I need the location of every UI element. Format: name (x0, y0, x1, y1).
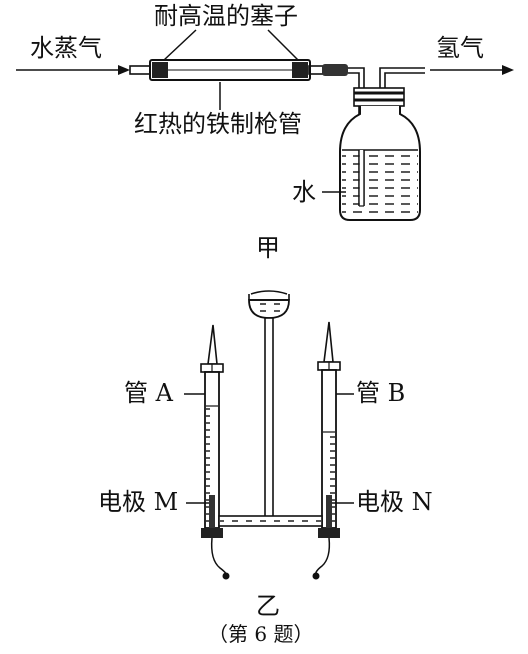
tube-a-tip (207, 324, 218, 365)
bottle-water (342, 150, 418, 218)
inlet-tube (129, 65, 153, 75)
tube-b-tip (323, 321, 334, 363)
electrode-m-stopper (201, 528, 223, 538)
problem-label: （第 6 题） (208, 622, 314, 646)
bottle-stopper (353, 87, 405, 107)
label-electrode-n: 电极 N (356, 488, 433, 516)
figure-a (16, 29, 514, 221)
caption-b: 乙 (256, 592, 280, 620)
steam-arrow (16, 65, 130, 75)
iron-barrel (149, 59, 311, 81)
stopper-leader-left (163, 29, 197, 61)
wire-m (210, 537, 228, 577)
wire-n (314, 537, 331, 577)
reservoir-funnel (248, 290, 290, 319)
label-barrel: 红热的铁制枪管 (134, 110, 302, 138)
electrode-n (326, 495, 332, 528)
caption-a: 甲 (256, 234, 280, 262)
label-water: 水 (292, 178, 316, 206)
label-hydrogen: 氢气 (436, 34, 484, 62)
label-steam: 水蒸气 (30, 34, 102, 62)
label-tube-b: 管 B (356, 379, 406, 407)
label-tube-a: 管 A (124, 379, 173, 407)
stopper-right (292, 62, 308, 78)
figure-b (184, 290, 354, 580)
stopper-left (152, 62, 168, 78)
label-stopper: 耐高温的塞子 (154, 2, 298, 30)
stopper-leader-right (267, 29, 299, 61)
outlet-tube (379, 67, 425, 88)
label-electrode-m: 电极 M (98, 488, 179, 516)
electrode-n-stopper (318, 528, 340, 538)
hydrogen-arrow (430, 65, 514, 75)
electrode-m (209, 495, 215, 528)
rubber-connector (308, 64, 348, 76)
